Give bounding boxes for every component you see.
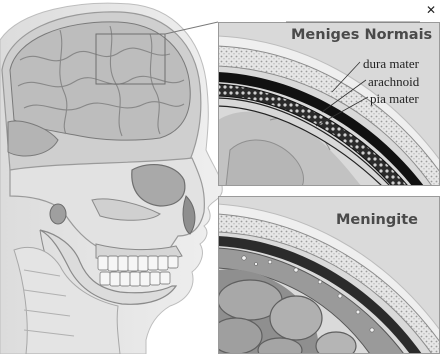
label-dura-mater: dura mater — [363, 56, 419, 72]
label-arachnoid: arachnoid — [368, 74, 419, 90]
upper-teeth — [98, 256, 178, 271]
label-pia-mater: pia mater — [370, 91, 419, 107]
ear-canal — [50, 204, 66, 224]
meningitis-title: Meningite — [336, 212, 418, 228]
close-button[interactable]: ✕ — [424, 4, 438, 16]
skull-illustration — [0, 3, 222, 354]
lower-teeth — [100, 272, 170, 286]
normal-meninges-title: Meniges Normais — [291, 27, 432, 43]
